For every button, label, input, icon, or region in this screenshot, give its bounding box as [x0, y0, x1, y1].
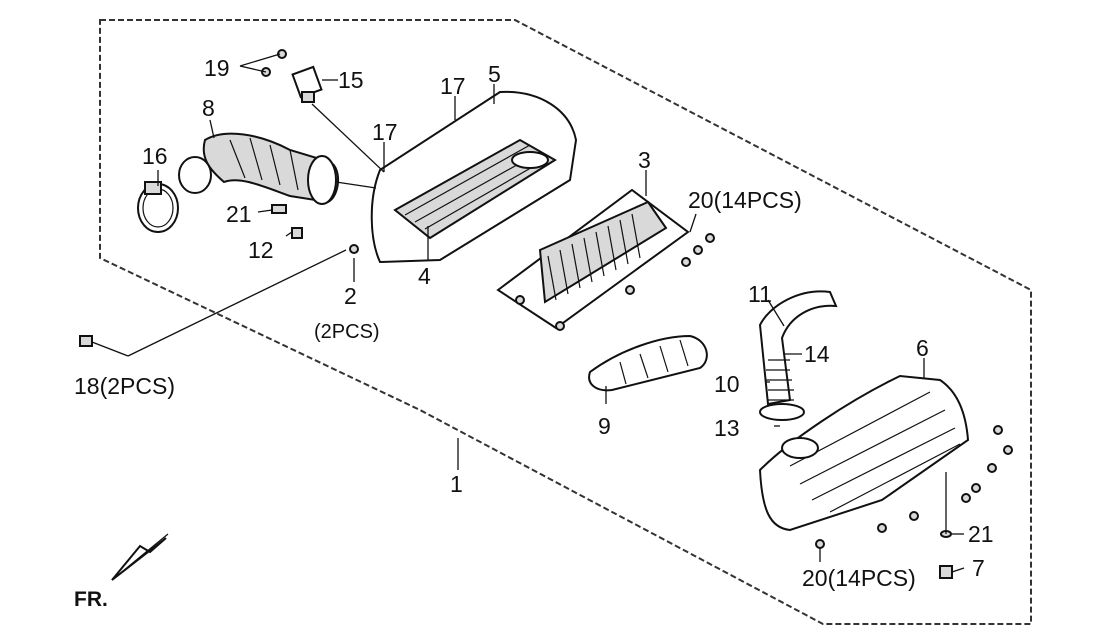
callout-20-upper: 20(14PCS): [688, 187, 802, 213]
callout-21-left: 21: [226, 201, 252, 227]
callout-18: 18(2PCS): [74, 373, 175, 399]
cleaner-case: [349, 90, 578, 264]
intake-duct: [178, 132, 339, 205]
screw-18: [79, 335, 93, 347]
leader-lines: [91, 53, 965, 573]
callout-12: 12: [248, 237, 274, 263]
callout-7: 7: [972, 555, 985, 581]
hose-clamp: [137, 181, 179, 233]
cleaner-cover: [758, 374, 1013, 579]
callout-16: 16: [142, 143, 168, 169]
callout-11: 11: [748, 281, 772, 307]
intake-small-parts: [271, 204, 303, 239]
callout-15: 15: [338, 67, 364, 93]
callout-10: 10: [714, 371, 740, 397]
callout-9: 9: [598, 413, 611, 439]
callout-20-lower: 20(14PCS): [802, 565, 916, 591]
callout-17-top: 17: [440, 73, 466, 99]
callout-13: 13: [714, 415, 740, 441]
guide-tube: [588, 334, 708, 392]
callout-21-right: 21: [968, 521, 994, 547]
breather-hose: [758, 290, 838, 421]
front-label: FR.: [74, 588, 108, 611]
callout-5: 5: [488, 61, 501, 87]
callout-8: 8: [202, 95, 215, 121]
callout-3: 3: [638, 147, 651, 173]
callout-17-lower: 17: [372, 119, 398, 145]
filter-element: [496, 188, 715, 331]
callout-19: 19: [204, 55, 230, 81]
callout-4: 4: [418, 263, 431, 289]
callout-2-qty: (2PCS): [314, 321, 380, 343]
callout-6: 6: [916, 335, 929, 361]
callout-2: 2: [344, 283, 357, 309]
callout-14: 14: [804, 341, 830, 367]
callout-1: 1: [450, 471, 463, 497]
front-direction-arrow-icon: [111, 533, 169, 581]
assembly-boundary: [99, 19, 1032, 625]
sensor-assembly: [261, 49, 323, 103]
